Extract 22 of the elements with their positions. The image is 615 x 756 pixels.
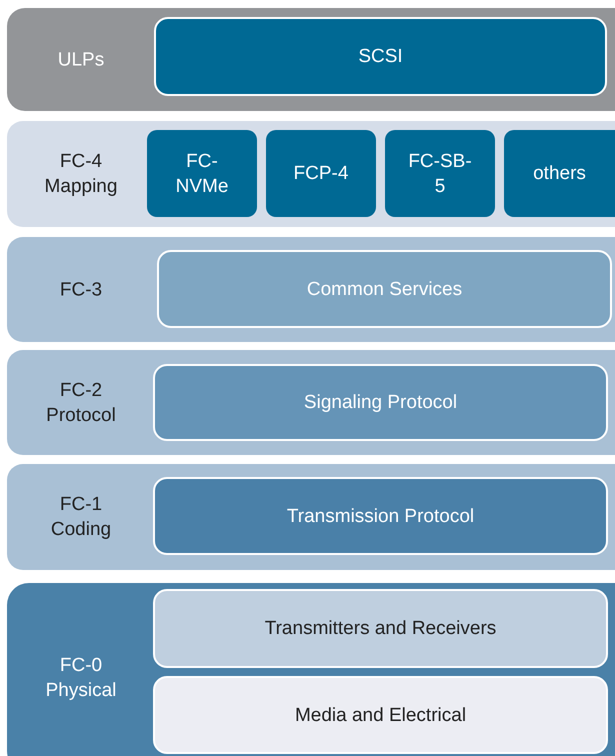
- layer-band: [7, 464, 615, 570]
- layer-band: [7, 8, 615, 111]
- layer-band: [7, 583, 615, 756]
- layer-name: FC-4 Mapping: [44, 150, 118, 199]
- layer-name: FC-2 Protocol: [45, 378, 117, 428]
- protocol-box: SCSI: [154, 17, 607, 96]
- component-box: Transmitters and Receivers: [153, 589, 608, 668]
- protocol-box: FC-NVMe: [147, 130, 257, 217]
- layer-name: FC-1 Coding: [50, 493, 112, 542]
- protocol-box: FC-SB-5: [385, 130, 495, 217]
- service-box: Common Services: [157, 250, 612, 328]
- layer-name: ULPs: [56, 48, 106, 72]
- layer-band: [7, 350, 615, 455]
- protocol-box: FCP-4: [266, 130, 376, 217]
- component-box: Media and Electrical: [153, 676, 608, 754]
- service-box: Transmission Protocol: [153, 477, 608, 555]
- layer-name: FC-0 Physical: [44, 654, 118, 703]
- layer-band: [7, 237, 615, 342]
- protocol-box: others: [504, 130, 615, 217]
- layer-name: FC-3: [58, 278, 104, 302]
- layer-band: [7, 121, 615, 227]
- service-box: Signaling Protocol: [153, 364, 608, 441]
